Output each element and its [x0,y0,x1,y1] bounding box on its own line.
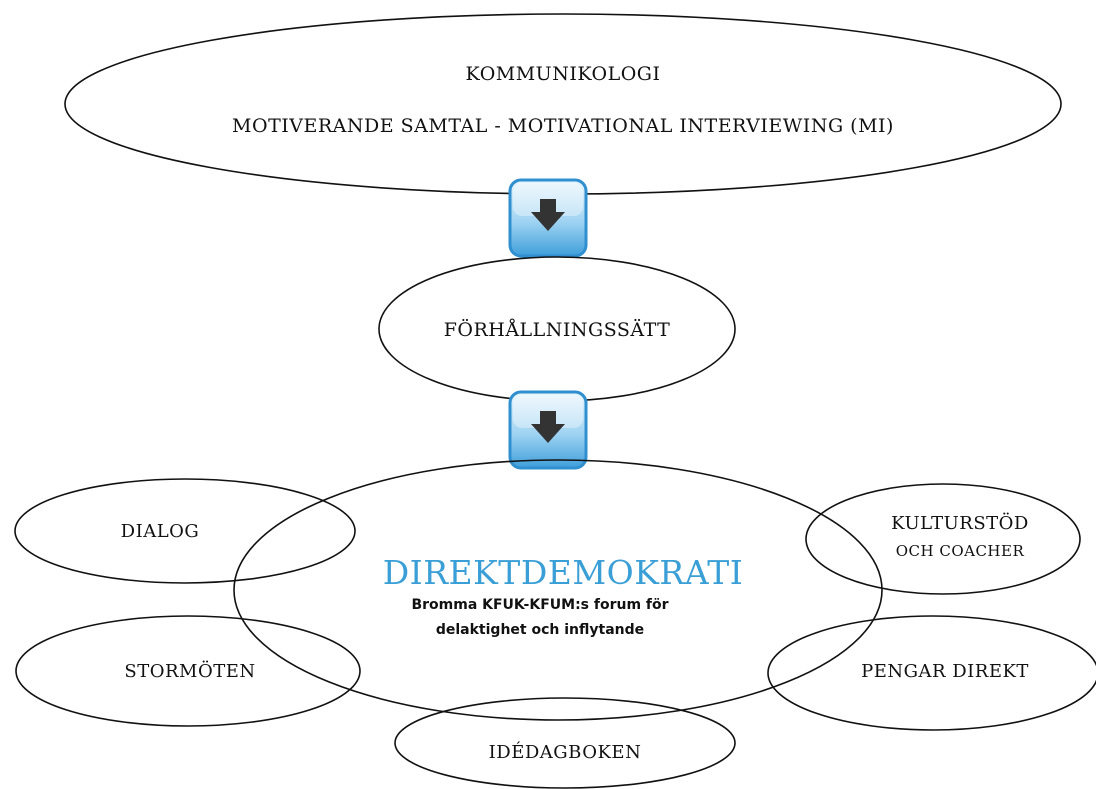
kulturstod-label-line2: OCH COACHER [896,542,1025,560]
kulturstod-label-line1: KULTURSTÖD [891,511,1029,534]
arrow-down-icon [508,390,588,470]
top-ellipse [64,13,1062,195]
center-subtitle-line2: delaktighet och inflytande [436,622,644,638]
stormoten-ellipse [15,615,361,727]
kulturstod-ellipse [805,483,1081,595]
idedagboken-ellipse [394,697,736,789]
top-label-kommunikologi: KOMMUNIKOLOGI [466,63,661,85]
idedagboken-label: IDÉDAGBOKEN [489,740,642,763]
dialog-label: DIALOG [121,521,200,542]
center-title: DIREKTDEMOKRATI [383,553,744,592]
middle-label: FÖRHÅLLNINGSSÄTT [444,318,671,341]
center-subtitle-line1: Bromma KFUK-KFUM:s forum för [411,597,668,613]
center-ellipse [233,459,883,721]
arrow-down-icon [508,178,588,258]
pengar-label: PENGAR DIREKT [861,661,1029,682]
stormoten-label: STORMÖTEN [124,659,255,682]
top-label-mi: MOTIVERANDE SAMTAL - MOTIVATIONAL INTERV… [232,115,894,137]
pengar-ellipse [767,615,1096,731]
dialog-ellipse [14,478,356,584]
